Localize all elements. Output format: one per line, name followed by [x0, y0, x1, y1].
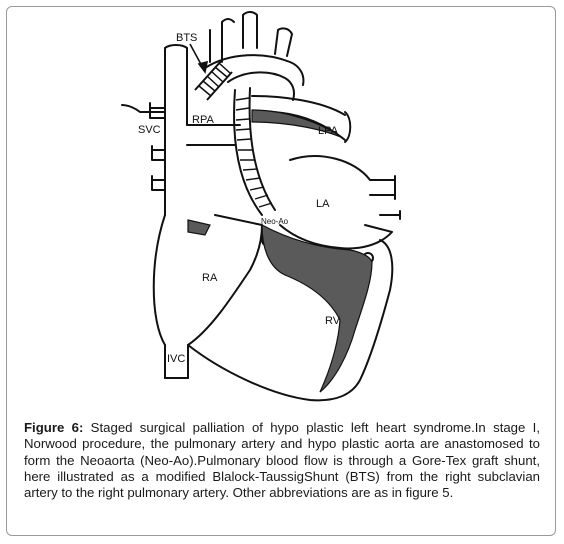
neo-aorta-hatch: [235, 97, 273, 208]
label-rpa: RPA: [192, 114, 214, 126]
label-ra: RA: [202, 272, 218, 284]
left-atrium: [279, 155, 401, 250]
bts-arrow: [189, 43, 209, 74]
label-bts: BTS: [176, 32, 197, 44]
neo-aorta-arch: [204, 54, 305, 86]
right-atrium: [152, 214, 263, 379]
figure-caption: Figure 6: Staged surgical palliation of …: [24, 420, 540, 501]
caption-label: Figure 6:: [24, 420, 84, 435]
label-ivc: IVC: [167, 353, 185, 365]
label-lpa: LPA: [318, 125, 339, 137]
label-neo-ao: Neo-Ao: [261, 217, 289, 226]
shaded-regions: [187, 109, 373, 393]
label-rv: RV: [325, 315, 341, 327]
rpa-vessel: [186, 124, 241, 146]
right-ventricle: [187, 239, 394, 402]
svc-vessel: [164, 47, 188, 216]
caption-text: Staged surgical palliation of hypo plast…: [24, 420, 541, 501]
label-svc: SVC: [138, 124, 161, 136]
bts-shunt: [194, 59, 233, 101]
ivc-vessel: [164, 344, 189, 379]
label-la: LA: [316, 198, 330, 210]
